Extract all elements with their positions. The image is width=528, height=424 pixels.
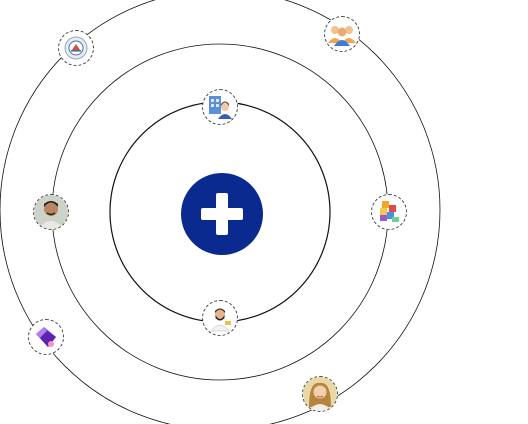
add-button[interactable] [181,173,263,255]
node-avatar-bearded-man[interactable] [202,300,238,336]
purple-gem-icon [36,327,56,347]
man-portrait-avatar-icon [34,195,68,229]
team-users-icon [328,26,356,46]
node-avatar-office-woman[interactable] [202,89,238,125]
node-logo-emblem[interactable] [58,30,94,66]
node-blocks[interactable] [371,194,407,230]
plus-icon [181,173,263,255]
colored-blocks-icon [380,201,399,222]
orbit-ring-outer [0,0,441,424]
node-team[interactable] [324,16,360,52]
emblem-logo-icon [64,36,88,60]
node-avatar-woman-portrait[interactable] [302,376,338,412]
woman-portrait-avatar-icon [303,377,337,411]
bearded-man-avatar-icon [210,308,231,332]
node-gem[interactable] [28,319,64,355]
node-avatar-man-portrait[interactable] [33,194,69,230]
office-woman-avatar-icon [209,96,232,119]
